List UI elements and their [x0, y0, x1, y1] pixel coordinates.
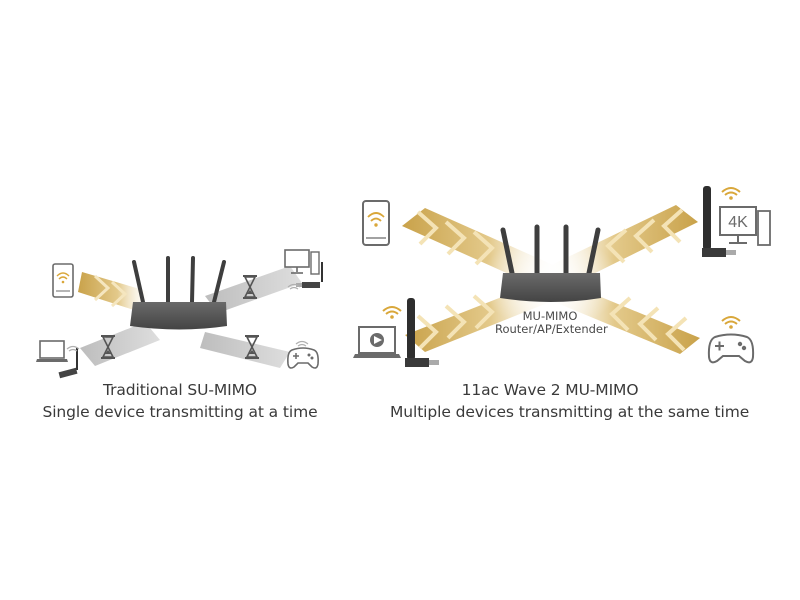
mu-mimo-panel: 4K: [353, 186, 771, 367]
usb-adapter-icon: [58, 348, 78, 379]
wifi-icon: [295, 340, 309, 347]
right-panel-subtitle: Multiple devices transmitting at the sam…: [390, 403, 750, 421]
router-icon: [130, 256, 227, 330]
usb-adapter-icon: [296, 262, 323, 288]
router-label: MU-MIMO Router/AP/Extender: [495, 309, 608, 336]
gamepad-icon: [287, 347, 319, 369]
wifi-icon: [66, 345, 80, 352]
usb-adapter-icon: [702, 186, 736, 257]
right-panel-title: 11ac Wave 2 MU-MIMO: [461, 381, 639, 399]
laptop-icon: [36, 340, 68, 362]
desktop-icon: 4K: [719, 206, 771, 246]
hourglass-icon: [245, 335, 259, 359]
wifi-icon: [382, 306, 402, 319]
left-panel-title: Traditional SU-MIMO: [102, 381, 258, 399]
wifi-icon: [721, 187, 741, 200]
gray-arrow-band-upper-right: [205, 266, 302, 313]
router-label-line1: MU-MIMO: [522, 309, 578, 323]
left-panel-subtitle: Single device transmitting at a time: [42, 403, 318, 421]
hourglass-icon: [243, 275, 257, 299]
su-mimo-panel: [36, 249, 323, 379]
laptop-icon: [353, 326, 401, 358]
monitor-badge: 4K: [728, 214, 748, 231]
desktop-icon: [284, 249, 320, 275]
hourglass-icon: [101, 335, 115, 359]
gold-arrow-band-active: [78, 272, 150, 312]
wifi-icon: [287, 283, 301, 290]
gamepad-icon: [707, 333, 755, 364]
gray-arrow-band-lower-right: [200, 332, 290, 368]
router-label-line2: Router/AP/Extender: [495, 322, 608, 336]
gray-arrow-band-lower-left: [80, 322, 160, 366]
router-icon: [500, 224, 601, 302]
smartphone-icon: [52, 263, 74, 298]
smartphone-icon: [362, 200, 390, 246]
wifi-icon: [721, 316, 741, 329]
usb-adapter-icon: [405, 298, 439, 367]
